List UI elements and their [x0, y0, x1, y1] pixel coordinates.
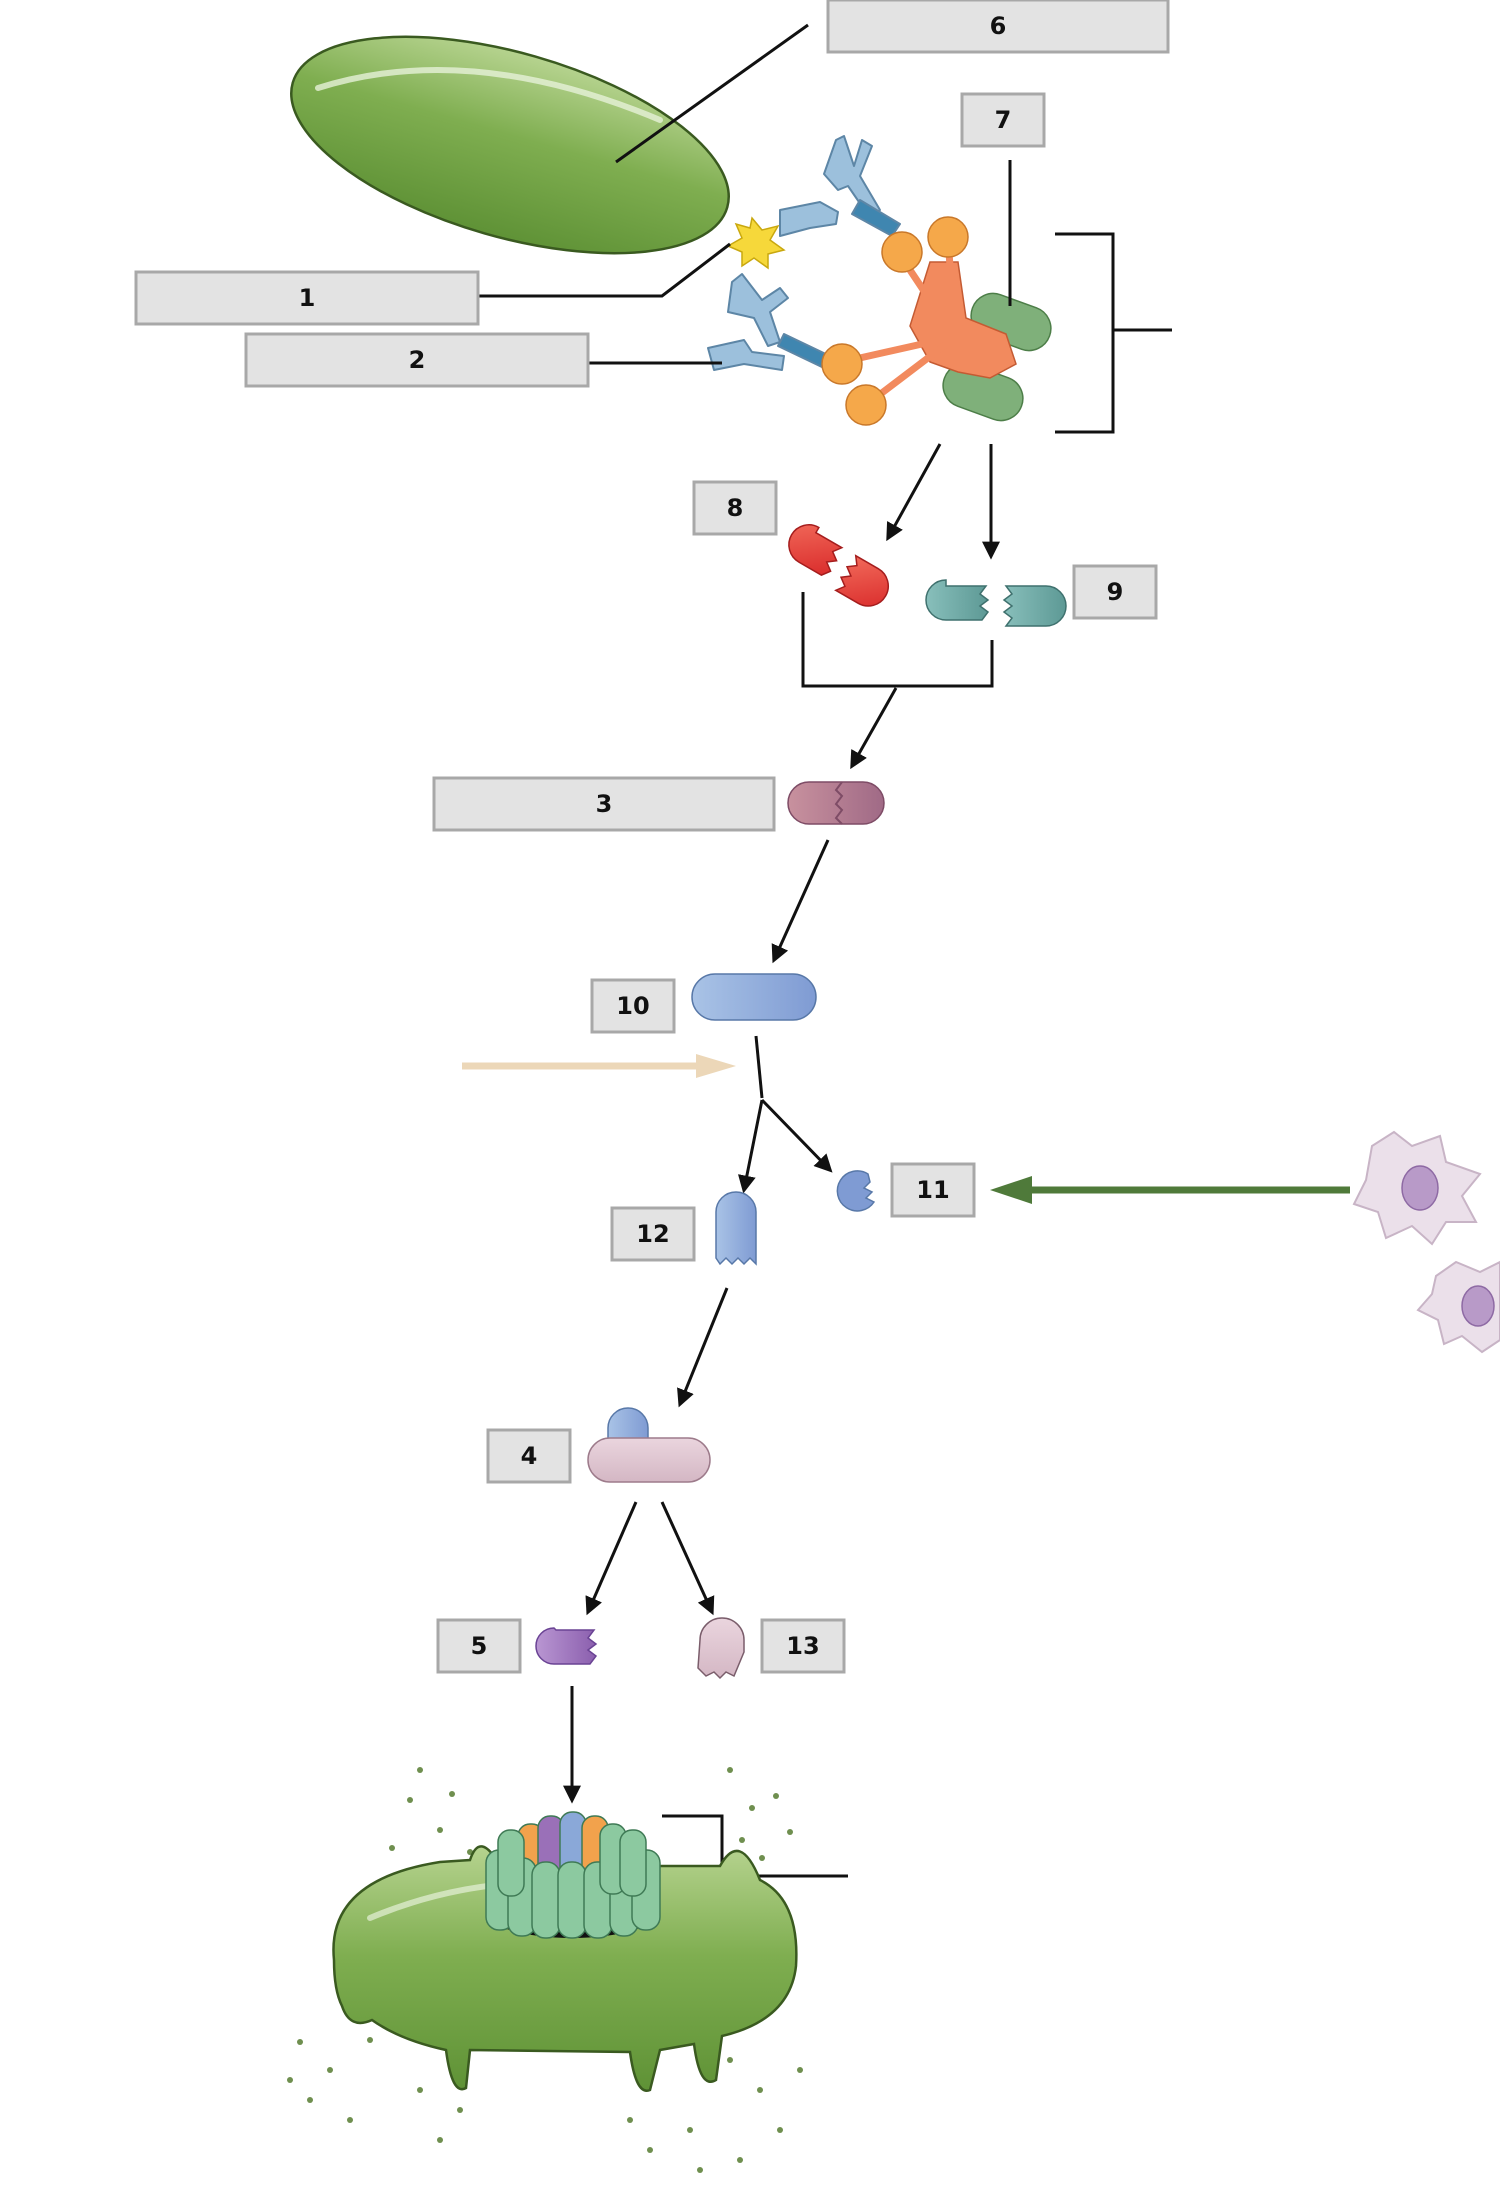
c3b-fragment-icon	[715, 1191, 757, 1266]
label-box-5[interactable]: 5	[436, 1618, 522, 1674]
c3a-fragment-icon	[836, 1170, 876, 1212]
phagocyte-arrow	[990, 1176, 1350, 1204]
label-box-3[interactable]: 3	[432, 776, 776, 832]
label-box-6[interactable]: 6	[826, 0, 1170, 54]
label-text-10: 10	[616, 992, 649, 1020]
label-box-13[interactable]: 13	[760, 1618, 846, 1674]
label-text-9: 9	[1107, 578, 1124, 606]
label-box-2[interactable]: 2	[244, 332, 590, 388]
c3-convertase-icon	[787, 781, 885, 825]
label-text-3: 3	[596, 790, 613, 818]
c5-convertase-icon	[587, 1407, 711, 1483]
label-text-8: 8	[727, 494, 744, 522]
c2-fragment-icon	[925, 579, 1067, 627]
label-text-4: 4	[521, 1442, 538, 1470]
label-text-1: 1	[299, 284, 316, 312]
phagocyte-icon	[1352, 1130, 1482, 1246]
label-text-5: 5	[471, 1632, 488, 1660]
label-box-11[interactable]: 11	[890, 1162, 976, 1218]
c4-fragment-icon	[788, 524, 889, 607]
c1-complex-icon	[821, 216, 1052, 426]
antigen-binding-site-icon	[726, 216, 786, 270]
label-text-6: 6	[990, 12, 1007, 40]
label-text-12: 12	[636, 1220, 669, 1248]
phagocyte-icon	[1416, 1260, 1500, 1354]
pathway-arrows	[563, 443, 1000, 1804]
label-box-4[interactable]: 4	[486, 1428, 572, 1484]
membrane-attack-complex-icon	[485, 1811, 661, 1939]
label-box-12[interactable]: 12	[610, 1206, 696, 1262]
label-box-1[interactable]: 1	[134, 270, 480, 326]
label-box-7[interactable]: 7	[960, 92, 1046, 148]
lysed-cell-icon	[287, 1767, 803, 2173]
label-text-2: 2	[409, 346, 426, 374]
label-box-10[interactable]: 10	[590, 978, 676, 1034]
c5a-fragment-icon	[697, 1617, 745, 1680]
c3-protein-icon	[691, 973, 817, 1021]
bacterium-icon	[290, 35, 730, 255]
anaphylatoxin-arrow	[462, 1054, 736, 1078]
label-text-11: 11	[916, 1176, 949, 1204]
label-box-8[interactable]: 8	[692, 480, 778, 536]
antibody-icon	[707, 135, 901, 371]
label-text-13: 13	[786, 1632, 819, 1660]
c5b-fragment-icon	[535, 1627, 598, 1665]
label-text-7: 7	[995, 106, 1012, 134]
label-box-9[interactable]: 9	[1072, 564, 1158, 620]
